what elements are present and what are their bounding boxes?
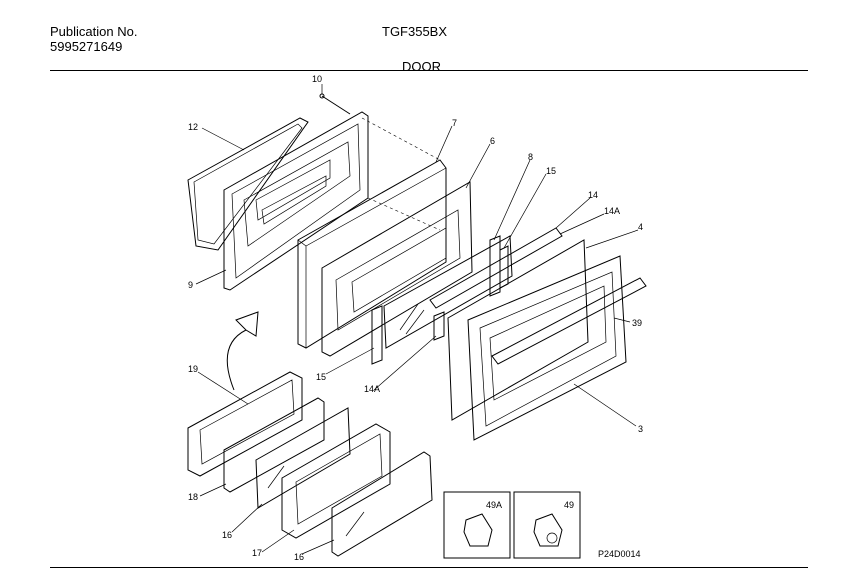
callout-17: 17 <box>252 548 262 558</box>
callout-12: 12 <box>188 122 198 132</box>
part-12-gasket <box>187 117 309 251</box>
callout-14: 14 <box>588 190 598 200</box>
callout-9: 9 <box>188 280 193 290</box>
callout-19: 19 <box>188 364 198 374</box>
callout-15-bottom: 15 <box>316 372 326 382</box>
part-14a-spacer <box>429 227 563 341</box>
part-18-window-gasket <box>223 397 325 493</box>
part-17-window-frame <box>281 423 391 539</box>
part-19-window-frame <box>187 371 303 477</box>
part-4-outer-door <box>447 239 589 421</box>
footer-rule <box>50 567 808 568</box>
header-rule <box>50 70 808 71</box>
inset-label-49: 49 <box>564 500 574 510</box>
alignment-dashes <box>361 117 441 231</box>
callout-6: 6 <box>490 136 495 146</box>
callout-15-top: 15 <box>546 166 556 176</box>
part-8-bracket <box>489 235 501 297</box>
leader-lines <box>195 84 639 555</box>
callout-18: 18 <box>188 492 198 502</box>
callout-14a-top: 14A <box>604 206 620 216</box>
callout-39: 39 <box>632 318 642 328</box>
part-10-screw <box>319 93 351 115</box>
model-number: TGF355BX <box>382 24 448 39</box>
assembly-arrow <box>226 311 259 391</box>
part-7-door-frame <box>297 159 447 349</box>
part-39-handle <box>491 277 647 365</box>
part-6-inner-panel <box>321 181 473 357</box>
publication-label: Publication No. <box>50 24 138 39</box>
callout-7: 7 <box>452 118 457 128</box>
inset-49 <box>513 491 581 559</box>
callout-8: 8 <box>528 152 533 162</box>
callout-14a-bottom: 14A <box>364 384 380 394</box>
drawing-reference: P24D0014 <box>598 549 641 559</box>
part-15-clip <box>371 245 509 365</box>
part-16-lower-glass <box>331 451 433 557</box>
part-16-window-glass <box>255 407 351 509</box>
part-14-glass <box>383 235 513 349</box>
inset-49a <box>443 491 511 559</box>
callout-10: 10 <box>312 74 322 84</box>
part-3-outer-door-window <box>467 255 627 441</box>
callout-16-left: 16 <box>222 530 232 540</box>
inset-label-49a: 49A <box>486 500 502 510</box>
publication-number: 5995271649 <box>50 39 123 54</box>
callout-4: 4 <box>638 222 643 232</box>
callout-3: 3 <box>638 424 643 434</box>
callout-16-right: 16 <box>294 552 304 562</box>
